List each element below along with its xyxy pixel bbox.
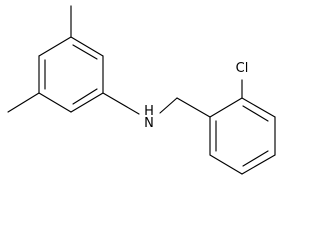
ring-bond (209, 97, 243, 118)
nitrogen-methylene-bond (159, 97, 178, 114)
dimethylphenyl-ring (38, 36, 104, 113)
methyl-bond-left (7, 92, 40, 113)
ring-bond (70, 36, 104, 57)
ring-double-bond (72, 44, 98, 60)
ring-bond (38, 36, 72, 57)
ring-bond (70, 92, 104, 113)
ring-bond (209, 154, 243, 175)
chlorophenyl-ring (209, 97, 276, 175)
amine-label-line: N (144, 116, 154, 131)
chlorine-label: Cl (236, 61, 249, 76)
ring-double-bond (242, 150, 269, 167)
methylene-ring-bond (176, 97, 211, 118)
ring-bond (241, 154, 276, 175)
ring-bond (241, 97, 276, 118)
amine-label-line: H (144, 104, 154, 119)
ring-double-bond (242, 105, 269, 122)
ring-double-bond (72, 88, 98, 105)
aryl-nitrogen-bond (102, 92, 140, 115)
ring-bond (38, 92, 72, 113)
